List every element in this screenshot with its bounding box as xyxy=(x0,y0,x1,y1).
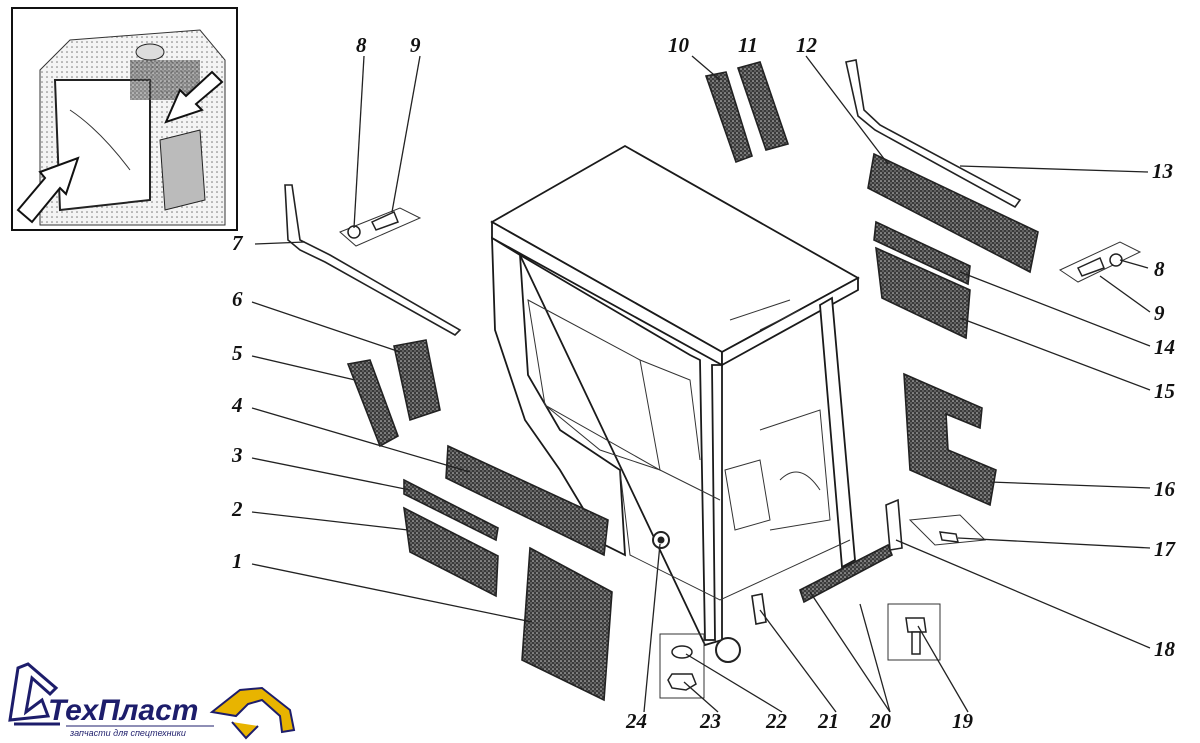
arrow-icon xyxy=(164,70,224,124)
bolt-19 xyxy=(905,617,927,633)
label-20: 20 xyxy=(869,709,892,733)
label-18: 18 xyxy=(1154,637,1176,661)
panel-14 xyxy=(873,220,971,286)
arrow-icon xyxy=(16,156,80,224)
right-panels xyxy=(751,59,1039,625)
label-1: 1 xyxy=(232,549,243,573)
excavator-left-icon xyxy=(8,662,59,722)
left-panels xyxy=(284,184,613,702)
panel-5 xyxy=(346,359,399,448)
label-8-right: 8 xyxy=(1154,257,1165,281)
label-3: 3 xyxy=(231,443,243,467)
brand-logo: ТехПласт запчасти для спецтехники xyxy=(8,662,296,740)
brand-tagline: запчасти для спецтехники xyxy=(69,728,186,738)
label-14: 14 xyxy=(1154,335,1175,359)
leader-lines xyxy=(251,55,1151,713)
excavator-right-icon xyxy=(209,686,296,734)
label-12: 12 xyxy=(796,33,818,57)
label-5: 5 xyxy=(232,341,243,365)
panel-12 xyxy=(867,152,1039,274)
callout-labels: 1 2 3 4 5 6 7 8 9 10 11 12 13 8 9 14 15 … xyxy=(231,33,1177,733)
label-17: 17 xyxy=(1154,537,1177,561)
panel-16 xyxy=(903,372,997,507)
strip-7 xyxy=(284,184,462,336)
panel-10 xyxy=(704,71,753,164)
label-19: 19 xyxy=(952,709,974,733)
cab-frame xyxy=(490,144,860,663)
label-13: 13 xyxy=(1152,159,1173,183)
bracket-18 xyxy=(885,498,903,551)
label-9-top: 9 xyxy=(410,33,421,57)
screw-17 xyxy=(939,531,959,543)
label-10: 10 xyxy=(668,33,690,57)
bolt-9b xyxy=(1076,256,1105,277)
label-4: 4 xyxy=(231,393,243,417)
label-2: 2 xyxy=(231,497,243,521)
label-11: 11 xyxy=(738,33,758,57)
label-23: 23 xyxy=(699,709,721,733)
panel-11 xyxy=(736,61,790,151)
label-21: 21 xyxy=(817,709,839,733)
bolt-9 xyxy=(370,210,399,231)
label-15: 15 xyxy=(1154,379,1175,403)
label-22: 22 xyxy=(765,709,788,733)
bracket-21 xyxy=(751,593,767,625)
label-6: 6 xyxy=(232,287,243,311)
panel-15 xyxy=(875,246,971,340)
panel-4 xyxy=(445,444,609,557)
label-7: 7 xyxy=(232,231,244,255)
strip-13 xyxy=(845,59,1022,209)
panel-2 xyxy=(403,506,499,598)
label-8-top: 8 xyxy=(356,33,367,57)
inset-cab-view xyxy=(11,7,238,231)
strip-20 xyxy=(799,543,894,604)
label-9-right: 9 xyxy=(1154,301,1165,325)
panel-6 xyxy=(393,339,441,422)
top-panels xyxy=(704,61,790,164)
label-24: 24 xyxy=(625,709,647,733)
label-16: 16 xyxy=(1154,477,1176,501)
panel-1 xyxy=(521,546,613,702)
nut-23 xyxy=(667,673,697,691)
brand-name: ТехПласт xyxy=(48,694,198,727)
